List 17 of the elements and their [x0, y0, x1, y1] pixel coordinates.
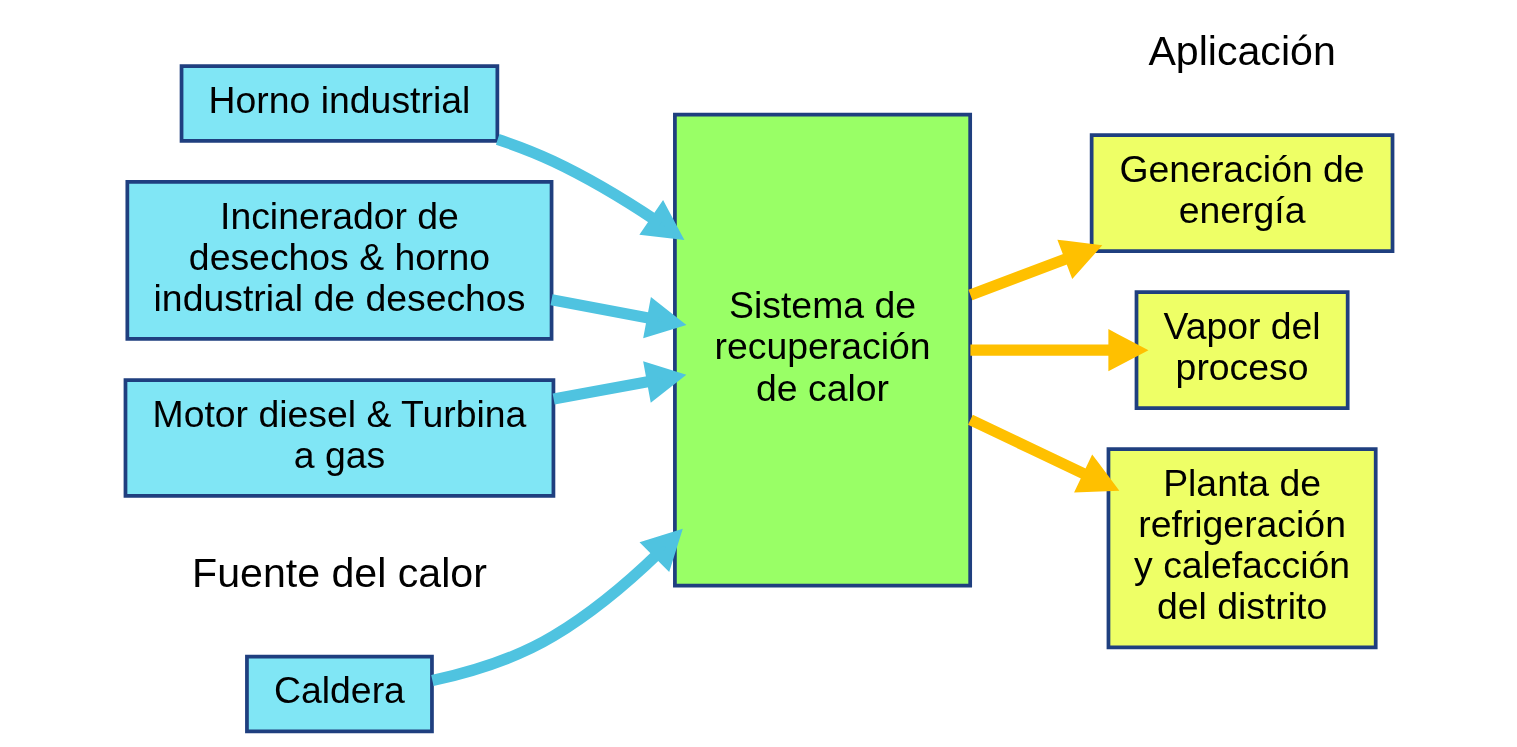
node-box: Motor diesel & Turbina a gas	[123, 378, 555, 498]
arrow	[969, 329, 1148, 372]
arrow	[550, 294, 686, 339]
node-box: Vapor del proceso	[1134, 290, 1350, 410]
arrow	[552, 361, 686, 405]
arrow	[495, 134, 684, 240]
node-box: Caldera	[244, 654, 434, 734]
node-box: Sistema de recuperación de calor	[672, 112, 972, 588]
arrow	[967, 239, 1102, 301]
arrow	[967, 414, 1119, 493]
label: Aplicación	[1147, 28, 1336, 75]
arrow	[430, 528, 683, 687]
label: Fuente del calor	[191, 549, 487, 596]
node-box: Incinerador de desechos & horno industrial de desechos	[124, 180, 553, 341]
node-box: Planta de refrigeración y calefacción del distrito	[1106, 447, 1378, 650]
node-box: Horno industrial	[179, 64, 499, 143]
node-box: Generación de energía	[1089, 133, 1394, 253]
